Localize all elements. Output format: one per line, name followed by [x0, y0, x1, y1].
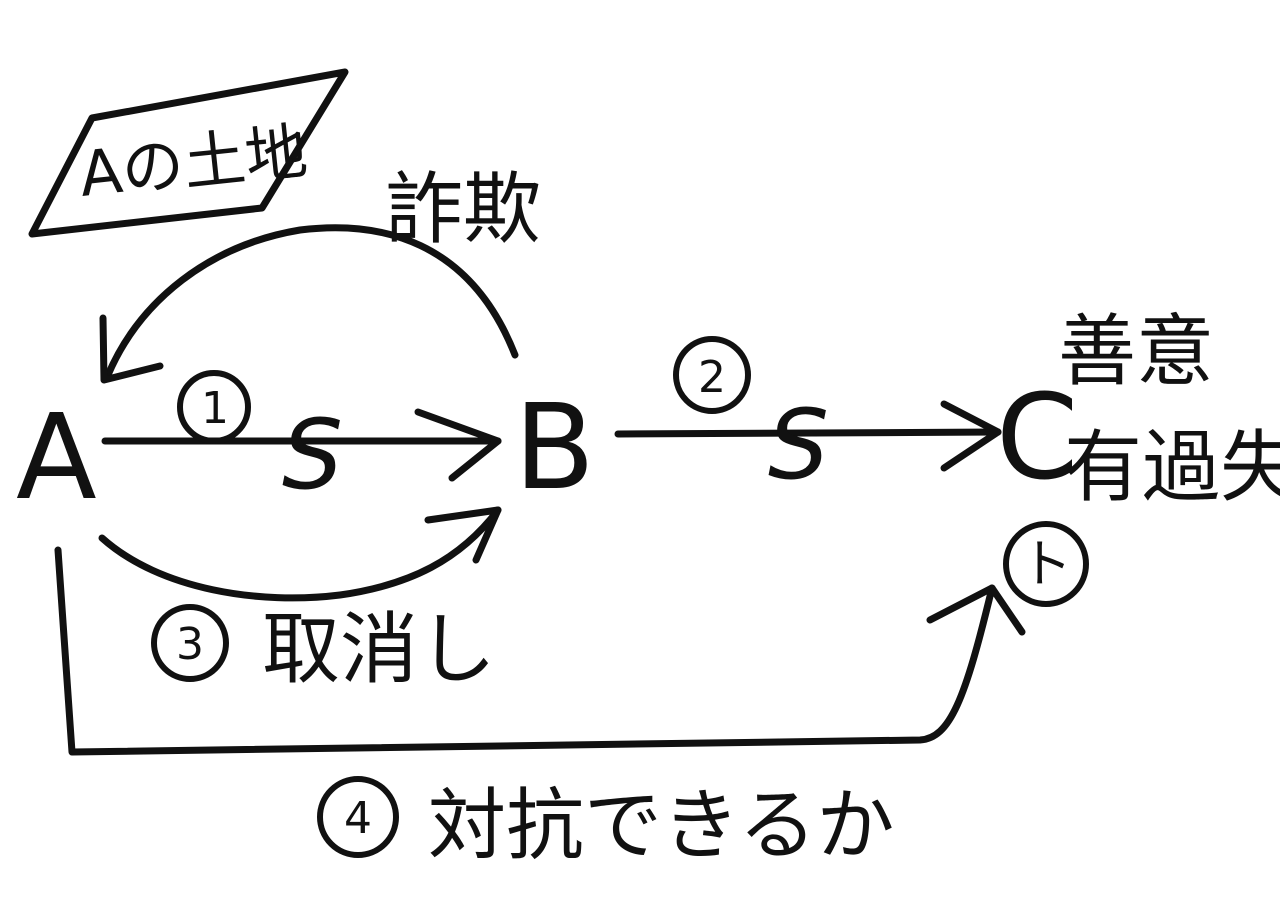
step2-circle — [673, 336, 751, 414]
step3-arrowhead — [424, 506, 502, 564]
land-box-label: Aの土地 — [76, 114, 311, 210]
step4-arrow: 4 対抗できるか — [54, 546, 1026, 871]
party-a: A — [16, 388, 97, 526]
step3-arrow: 3 取消し — [98, 506, 502, 695]
step4-line — [54, 546, 996, 756]
third-party-badge-circle — [1003, 521, 1089, 607]
land-box: Aの土地 — [28, 68, 349, 238]
step1-arrow: 1 S — [101, 370, 502, 511]
step1-sale-symbol: S — [282, 399, 343, 511]
fraud-arrowhead — [99, 314, 164, 384]
party-c: C — [996, 368, 1078, 506]
party-b: B — [514, 378, 595, 516]
step4-number: 4 — [344, 793, 372, 844]
negligence-label: 有過失 — [1064, 423, 1280, 513]
step1-number: 1 — [201, 383, 229, 434]
step4-label: 対抗できるか — [428, 781, 894, 871]
step2-number: 2 — [698, 352, 726, 403]
good-faith-label: 善意 — [1058, 307, 1214, 397]
step2-line — [614, 428, 1002, 438]
fraud-arc — [104, 224, 519, 379]
step4-circle — [317, 776, 399, 858]
step3-circle — [151, 604, 229, 682]
step2-arrowhead — [940, 400, 1002, 472]
step3-number: 3 — [176, 619, 204, 670]
third-party-badge: ト — [1020, 535, 1072, 595]
step3-arc — [98, 506, 502, 602]
step2-arrow: 2 S — [614, 336, 1002, 501]
step4-arrowhead — [926, 584, 1026, 636]
step3-label: 取消し — [262, 605, 496, 695]
step1-circle — [177, 370, 251, 444]
step2-sale-symbol: S — [768, 389, 829, 501]
land-box-outline — [28, 68, 349, 238]
fraud-arrow — [99, 224, 519, 384]
step1-arrowhead — [414, 408, 502, 482]
